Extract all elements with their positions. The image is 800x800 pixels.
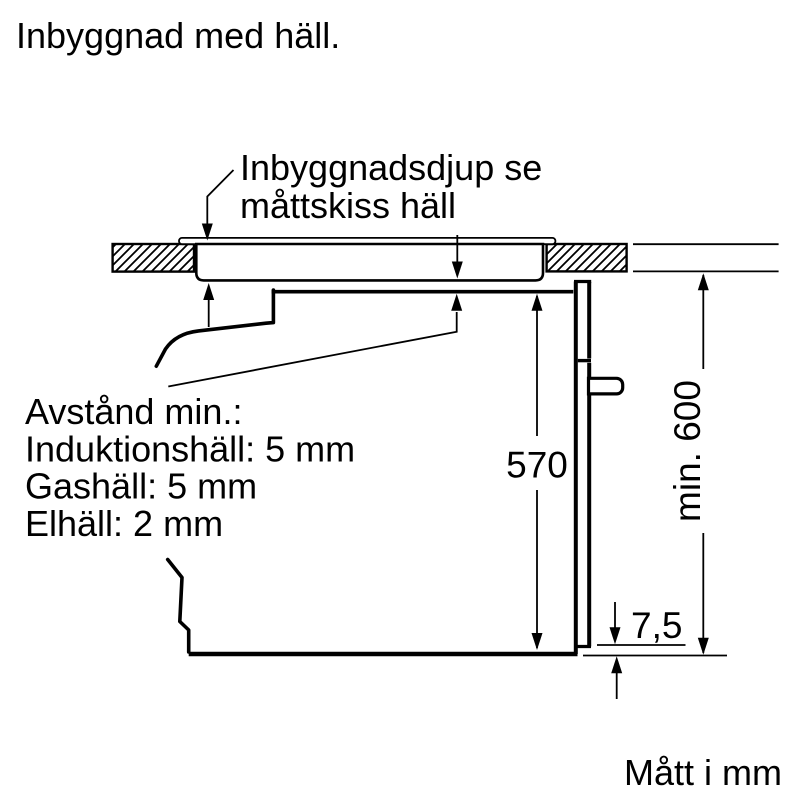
dimension-7-5 <box>583 602 727 699</box>
dimension-min600-label: min. 600 <box>667 380 708 522</box>
dimension-7-5-label: 7,5 <box>631 605 682 646</box>
distance-note-heading: Avstånd min.: <box>25 391 242 432</box>
oven-front-panel <box>573 279 592 654</box>
callout-depth-leader <box>201 169 235 241</box>
callout-depth-line2: måttskiss häll <box>240 185 456 226</box>
countertop-left-section <box>111 242 196 273</box>
oven-top-profile <box>154 288 574 368</box>
hob-depth-arrow <box>451 235 463 279</box>
dimension-570 <box>531 293 543 650</box>
callout-depth-line1: Inbyggnadsdjup se <box>240 147 542 188</box>
hob-clearance-arrow <box>203 283 215 327</box>
distance-note-electric: Elhäll: 2 mm <box>25 503 223 544</box>
hob-body <box>195 242 545 282</box>
diagram-title: Inbyggnad med häll. <box>16 15 340 56</box>
distance-note-leader <box>168 293 463 388</box>
footer-units: Mått i mm <box>624 752 782 793</box>
distance-note-gas: Gashäll: 5 mm <box>25 466 257 507</box>
distance-note-induction: Induktionshäll: 5 mm <box>25 429 355 470</box>
oven-knob <box>586 376 625 396</box>
countertop-right-section <box>545 242 628 273</box>
cabinet-bottom-profile <box>165 557 578 657</box>
countertop-right-lines <box>633 243 779 273</box>
dimension-min600 <box>697 273 709 655</box>
dimension-570-label: 570 <box>506 445 568 486</box>
